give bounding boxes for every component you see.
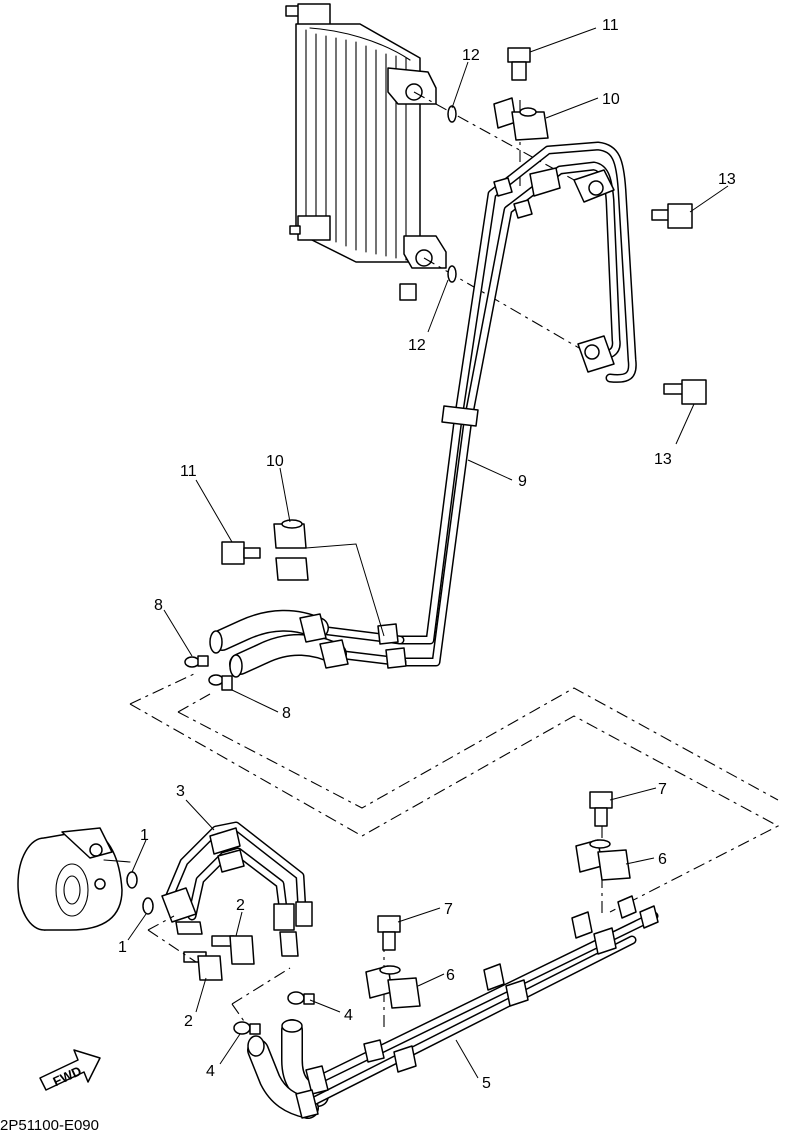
clamp-10-left — [273, 519, 309, 581]
callout-8-top: 8 — [154, 597, 163, 614]
bolt-2-right — [211, 935, 255, 965]
callout-11-left: 11 — [180, 463, 197, 480]
bolt-11-top — [507, 47, 531, 81]
callout-5: 5 — [482, 1075, 491, 1092]
callout-12-mid: 12 — [408, 337, 426, 354]
callout-2-left: 2 — [184, 1013, 193, 1030]
leader-lines — [127, 27, 729, 1079]
o-ring-1-bottom — [142, 897, 154, 915]
clamp-10-left-line — [305, 543, 385, 637]
callout-2-right: 2 — [236, 897, 245, 914]
callout-9: 9 — [518, 473, 527, 490]
dash-dot-boundary-middle — [129, 673, 780, 913]
pipe-9-lower-fittings — [315, 623, 407, 669]
o-ring-12-top — [447, 105, 457, 123]
bolt-2-left — [183, 951, 223, 981]
o-ring-12-mid — [447, 265, 457, 283]
oil-hoses-upper — [209, 609, 349, 678]
callout-7-right: 7 — [658, 781, 667, 798]
oil-pipe-5 — [295, 895, 659, 1119]
callout-13-top: 13 — [718, 171, 736, 188]
callout-10-left: 10 — [266, 453, 284, 470]
oil-pipe-9 — [395, 141, 637, 667]
callout-7-mid: 7 — [444, 901, 453, 918]
callout-1-top: 1 — [140, 827, 149, 844]
bolt-7-mid — [377, 915, 401, 951]
oil-cooler — [285, 3, 447, 301]
fwd-label: FWD — [51, 1063, 84, 1089]
clamp-6-right — [575, 839, 631, 881]
bolt-13-upper — [651, 203, 693, 229]
oil-pipe-3 — [161, 821, 313, 957]
callout-6-mid: 6 — [446, 967, 455, 984]
hose-clamp-4-left — [233, 1021, 261, 1035]
callout-12-top: 12 — [462, 47, 480, 64]
callout-labels: 11 12 10 13 12 13 9 11 10 8 8 3 1 1 2 2 … — [118, 17, 736, 1092]
dash-dot-lines-lower — [147, 826, 603, 1032]
hose-clamp-8-top — [184, 655, 209, 668]
callout-8-bottom: 8 — [282, 705, 291, 722]
callout-3: 3 — [176, 783, 185, 800]
callout-4-left: 4 — [206, 1063, 215, 1080]
o-ring-1-top — [126, 871, 138, 889]
callout-6-right: 6 — [658, 851, 667, 868]
bolt-11-left — [221, 541, 261, 565]
clamp-10-top — [493, 97, 549, 141]
drawing-code: 2P51100-E090 — [0, 1117, 99, 1134]
clamp-6-mid — [365, 965, 421, 1009]
callout-11-top: 11 — [602, 17, 619, 34]
bolt-7-right — [589, 791, 613, 827]
fwd-arrow-icon: FWD — [39, 1049, 101, 1091]
callout-1-bottom: 1 — [118, 939, 127, 956]
bolt-13-lower — [663, 379, 707, 405]
engine-mount-housing — [17, 827, 131, 931]
callout-10-top: 10 — [602, 91, 620, 108]
hose-clamp-4-right — [287, 991, 315, 1005]
callout-13-mid: 13 — [654, 451, 672, 468]
callout-4-right: 4 — [344, 1007, 353, 1024]
hose-clamp-8-bottom — [208, 674, 233, 691]
